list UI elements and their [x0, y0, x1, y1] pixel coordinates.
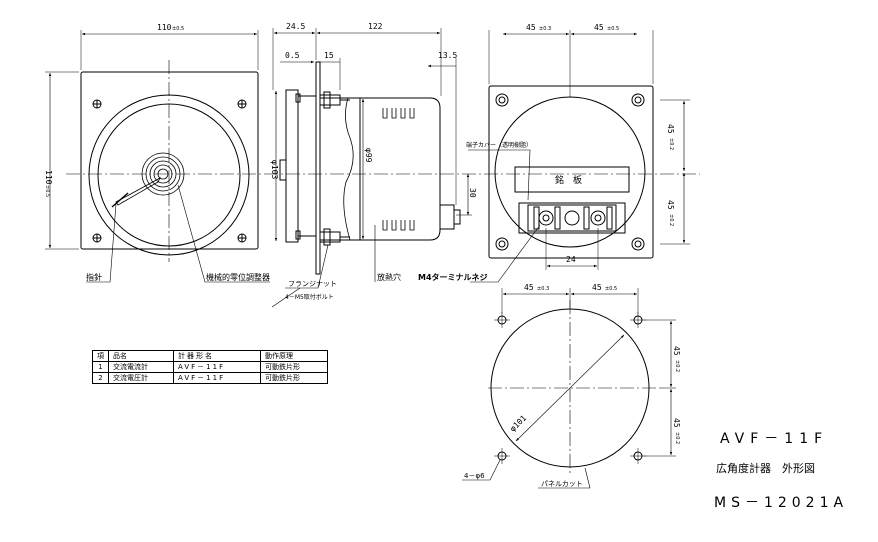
rear-dim-45b: 45	[594, 23, 604, 32]
table-cell: 2	[92, 372, 109, 384]
rear-dim-45c: 45	[666, 124, 675, 134]
pointer-needle	[115, 177, 161, 206]
front-view	[45, 30, 700, 283]
panel-dim-45c: 45	[672, 346, 681, 356]
parts-table: 項 品名 計器形名 動作原理 1 交流電流計 AVF－11F 可動鉄片形 2 交…	[92, 350, 328, 384]
table-cell: AVF－11F	[173, 372, 261, 384]
panel-cut-leader	[538, 467, 591, 489]
table-header-cell: 動作原理	[260, 350, 328, 362]
rear-tol-d: ±0.2	[668, 214, 674, 226]
vent-holes	[382, 108, 415, 231]
terminal-cover-leader	[468, 149, 531, 201]
label-panel-cut: パネルカット	[541, 480, 583, 488]
table-header-cell: 計器形名	[173, 350, 261, 362]
panel-dim-45a: 45	[524, 283, 534, 292]
nameplate	[514, 166, 630, 193]
flange-nut-leader	[285, 244, 329, 289]
panel-tol-d: ±0.2	[674, 432, 680, 444]
dim-30: 30	[468, 188, 477, 198]
zero-adjuster-leader	[177, 184, 270, 283]
panel-dim-dia101: φ101	[508, 413, 528, 433]
drawing-title: 広角度計器 外形図	[716, 462, 815, 475]
table-cell: 交流電圧計	[108, 372, 174, 384]
rear-tol-a: ±0.3	[539, 26, 551, 32]
rear-dim-45d: 45	[666, 200, 675, 210]
front-height-dim: 110	[44, 170, 53, 185]
terminal-screw-leader	[470, 224, 541, 283]
label-terminal-screw: M4ターミナルネジ	[418, 272, 488, 282]
table-cell: AVF－11F	[173, 361, 261, 373]
table-row: 2 交流電圧計 AVF－11F 可動鉄片形	[92, 372, 328, 384]
front-corner-screws	[92, 99, 247, 243]
rear-view	[468, 30, 690, 283]
side-terminal	[439, 204, 455, 230]
table-cell: 1	[92, 361, 109, 373]
panel-tol-a: ±0.3	[537, 286, 549, 292]
pointer-leader	[86, 203, 117, 283]
dim-13-5: 13.5	[438, 51, 457, 60]
dim-dia99: φ99	[364, 148, 373, 163]
dim-0-5: 0.5	[285, 51, 300, 60]
front-bezel	[80, 71, 259, 250]
table-header-row: 項 品名 計器形名 動作原理	[92, 350, 328, 362]
dim-122: 122	[368, 22, 383, 31]
dim-dia103: φ103	[270, 160, 279, 179]
side-flange	[315, 61, 321, 275]
mount-bolt-leader	[271, 287, 301, 308]
label-flange-nut: フランジナット	[288, 280, 337, 288]
front-height-tol: ±0.5	[44, 185, 50, 197]
model-number: AVF－11F	[720, 431, 829, 447]
panel-tol-c: ±0.2	[674, 360, 680, 372]
holes-leader	[462, 459, 501, 481]
terminals	[533, 206, 613, 230]
label-nameplate: 銘 板	[555, 174, 582, 186]
rear-tol-b: ±0.5	[607, 26, 619, 32]
dim-24-5: 24.5	[286, 22, 305, 31]
table-cell: 交流電流計	[108, 361, 174, 373]
dim-15: 15	[324, 51, 334, 60]
side-body	[320, 97, 441, 241]
panel-dim-45d: 45	[672, 418, 681, 428]
terminal-block	[518, 202, 626, 234]
rear-frame	[488, 85, 654, 259]
rear-corner-screws	[495, 93, 645, 251]
table-header-cell: 品名	[108, 350, 174, 362]
panel-dim-45b: 45	[592, 283, 602, 292]
label-vent: 放熱穴	[377, 272, 401, 282]
table-cell: 可動鉄片形	[260, 361, 328, 373]
panel-holes	[494, 312, 646, 464]
label-holes: 4－φ6	[464, 472, 485, 480]
side-bezel	[285, 89, 299, 243]
label-zero-adjuster: 機械的零位調整器	[206, 272, 270, 282]
panel-tol-b: ±0.5	[605, 286, 617, 292]
side-view	[271, 28, 472, 308]
side-mount-bolts	[295, 91, 350, 246]
label-terminal-cover: 端子カバー（透明樹脂）	[466, 141, 532, 149]
label-mount-bolt: 4－M5取付ボルト	[285, 293, 334, 301]
label-pointer: 指針	[86, 272, 102, 282]
panel-cut-view	[462, 288, 676, 489]
drawing-number: MS－12021A	[714, 495, 849, 511]
rear-dim-45a: 45	[526, 23, 536, 32]
table-cell: 可動鉄片形	[260, 372, 328, 384]
table-header-cell: 項	[92, 350, 109, 362]
rear-dim-24: 24	[566, 255, 576, 264]
front-width-dim: 110	[157, 23, 172, 32]
table-row: 1 交流電流計 AVF－11F 可動鉄片形	[92, 361, 328, 373]
front-width-tol: ±0.5	[172, 26, 184, 32]
rear-tol-c: ±0.2	[668, 138, 674, 150]
